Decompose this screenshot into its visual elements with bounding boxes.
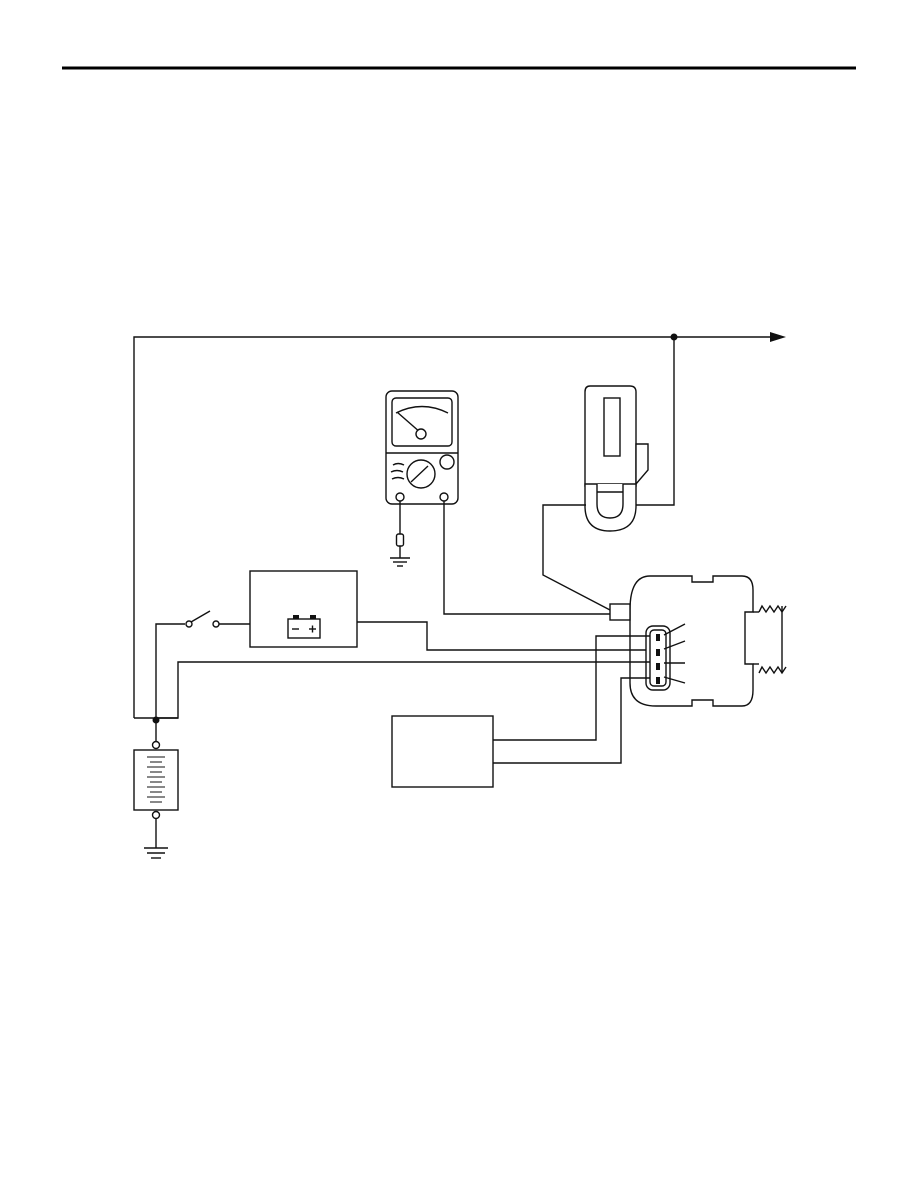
sense-wire (156, 661, 650, 719)
ground-icon (144, 847, 168, 859)
analog-voltmeter (385, 390, 610, 615)
ground-icon (390, 557, 410, 567)
alternator (609, 575, 787, 707)
control-unit (391, 635, 650, 788)
relay-box (249, 570, 646, 651)
clamp-ammeter (542, 385, 649, 611)
vehicle-battery (133, 720, 179, 859)
arrow-right-icon (770, 332, 786, 342)
ignition-switch (155, 610, 250, 718)
top-feed-wire (133, 332, 786, 718)
